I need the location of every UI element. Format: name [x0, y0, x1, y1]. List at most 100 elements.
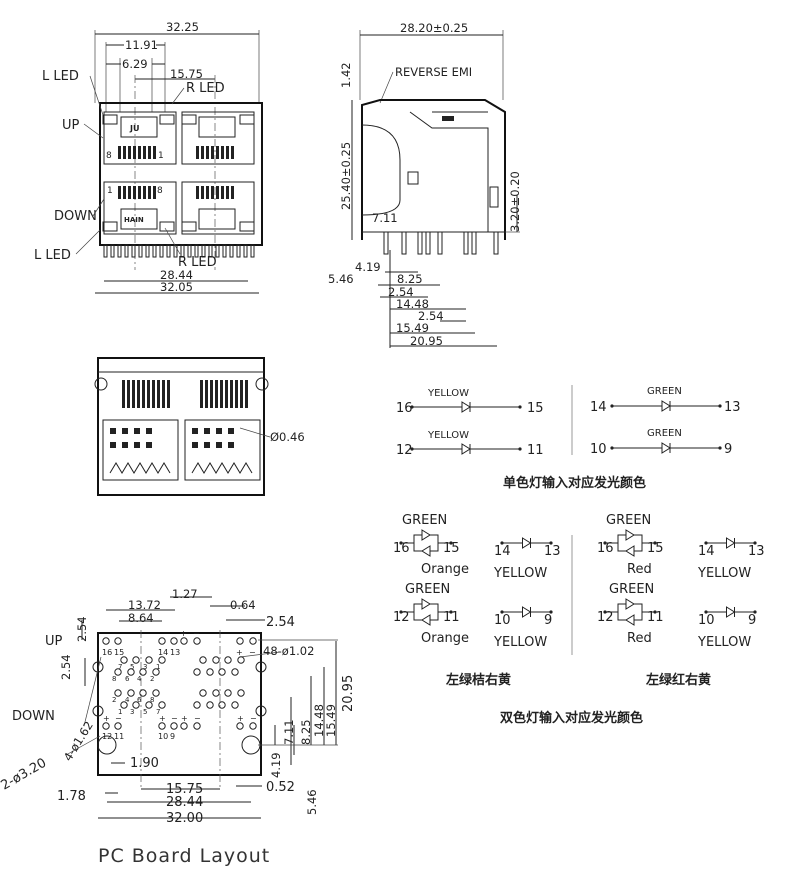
solder-leg	[117, 244, 122, 258]
terminal	[718, 404, 722, 408]
pin-hole	[114, 637, 122, 645]
diode-icon	[625, 545, 635, 557]
pin-hole	[145, 701, 153, 709]
pin-label: 7	[118, 663, 122, 671]
contact-slot	[215, 380, 218, 408]
pin-hole	[249, 722, 257, 730]
pin-hole	[231, 701, 239, 709]
pin-label: 12	[597, 610, 614, 625]
pin-hole	[180, 722, 188, 730]
solder-leg	[110, 244, 115, 258]
led-window	[239, 221, 255, 232]
dim-2-holes: 2-ø3.20	[0, 756, 49, 794]
contact-finger	[221, 186, 224, 199]
dim-1-78: 1.78	[57, 789, 86, 804]
diode-icon	[522, 537, 532, 549]
contact-slot	[122, 380, 125, 408]
terminal	[518, 405, 522, 409]
dim-1-27: 1.27	[172, 587, 198, 601]
pin-number: 1	[158, 151, 164, 161]
side-pin	[471, 231, 477, 255]
contact-slot	[235, 380, 238, 408]
pin-pad	[110, 442, 116, 448]
terminal	[449, 610, 453, 614]
pin-label: −	[115, 714, 122, 723]
mount-hole	[92, 661, 104, 673]
dim-20-95: 20.95	[341, 675, 356, 712]
terminal	[410, 447, 414, 451]
mount-hole	[255, 661, 267, 673]
contact-finger	[148, 146, 151, 159]
pin-label: 9	[748, 613, 756, 628]
terminal	[603, 541, 607, 545]
side-pins	[383, 231, 499, 255]
pin-pad	[192, 428, 198, 434]
dim-8-64: 8.64	[128, 611, 154, 625]
dim-20-95: 20.95	[410, 334, 443, 348]
pin-label: 8	[112, 675, 116, 683]
pin-pad	[146, 428, 152, 434]
dim-hole-0-46: Ø0.46	[270, 430, 305, 444]
pin-number: 1	[107, 186, 113, 196]
terminal	[610, 446, 614, 450]
pin-hole	[170, 637, 178, 645]
contact-finger	[143, 186, 146, 199]
pin-hole	[170, 722, 178, 730]
pin-label: 13	[748, 544, 765, 559]
contact-slot	[127, 380, 130, 408]
pin-hole	[199, 656, 207, 664]
pin-pad	[122, 428, 128, 434]
led-window	[159, 114, 175, 125]
solder-leg	[145, 244, 150, 258]
dim-1-90: 1.90	[130, 756, 159, 771]
pin-hole	[193, 637, 201, 645]
solder-legs	[103, 244, 255, 258]
pin-hole	[145, 656, 153, 664]
pin-pad	[122, 442, 128, 448]
dual-left-caption: 左绿桔右黄	[446, 672, 511, 688]
contact-finger	[143, 146, 146, 159]
pin-label: −	[249, 648, 256, 657]
label-up: UP	[45, 634, 63, 649]
contact-slot	[132, 380, 135, 408]
terminal	[399, 541, 403, 545]
dim-4-19: 4.19	[355, 260, 381, 274]
label-down: DOWN	[12, 709, 55, 724]
pin-label: 12	[102, 732, 112, 741]
dim-6-29: 6.29	[122, 57, 148, 71]
dim-15-49: 15.49	[396, 321, 429, 335]
solder-leg	[201, 244, 206, 258]
contact-finger	[118, 186, 121, 199]
solder-leg	[194, 244, 199, 258]
side-pin	[463, 231, 469, 255]
pin-hole	[212, 656, 220, 664]
diode-icon	[421, 614, 431, 626]
solder-leg	[208, 244, 213, 258]
contact-finger	[123, 186, 126, 199]
pin-pad	[204, 428, 210, 434]
pin-label: 14	[698, 544, 715, 559]
pin-pad	[146, 442, 152, 448]
pin-hole	[158, 656, 166, 664]
dim-14-48: 14.48	[396, 297, 429, 311]
dim-7-11: 7.11	[372, 211, 398, 225]
single-led-caption: 单色灯输入对应发光颜色	[503, 475, 646, 491]
dim-13-72: 13.72	[128, 598, 161, 612]
pin-label: 11	[114, 732, 124, 741]
mount-hole	[92, 705, 104, 717]
contact-slot	[137, 380, 140, 408]
side-pin	[417, 231, 423, 255]
dual-right-caption: 左绿红右黄	[646, 672, 711, 688]
solder-leg	[138, 244, 143, 258]
pin-label: 3	[143, 663, 147, 671]
pin-label: 10	[698, 613, 715, 628]
dim-3-20: 3.20±0.20	[508, 171, 522, 232]
front-view: 32.25 11.91 6.29 15.75 JU HAIN 8 1 1 8 L…	[34, 20, 263, 294]
pin-label: 15	[647, 541, 664, 556]
pin-label: 1	[118, 708, 122, 716]
terminal	[449, 541, 453, 545]
contact-finger	[128, 146, 131, 159]
led-color-label: YELLOW	[697, 635, 751, 650]
led-color-label: Orange	[421, 562, 469, 577]
